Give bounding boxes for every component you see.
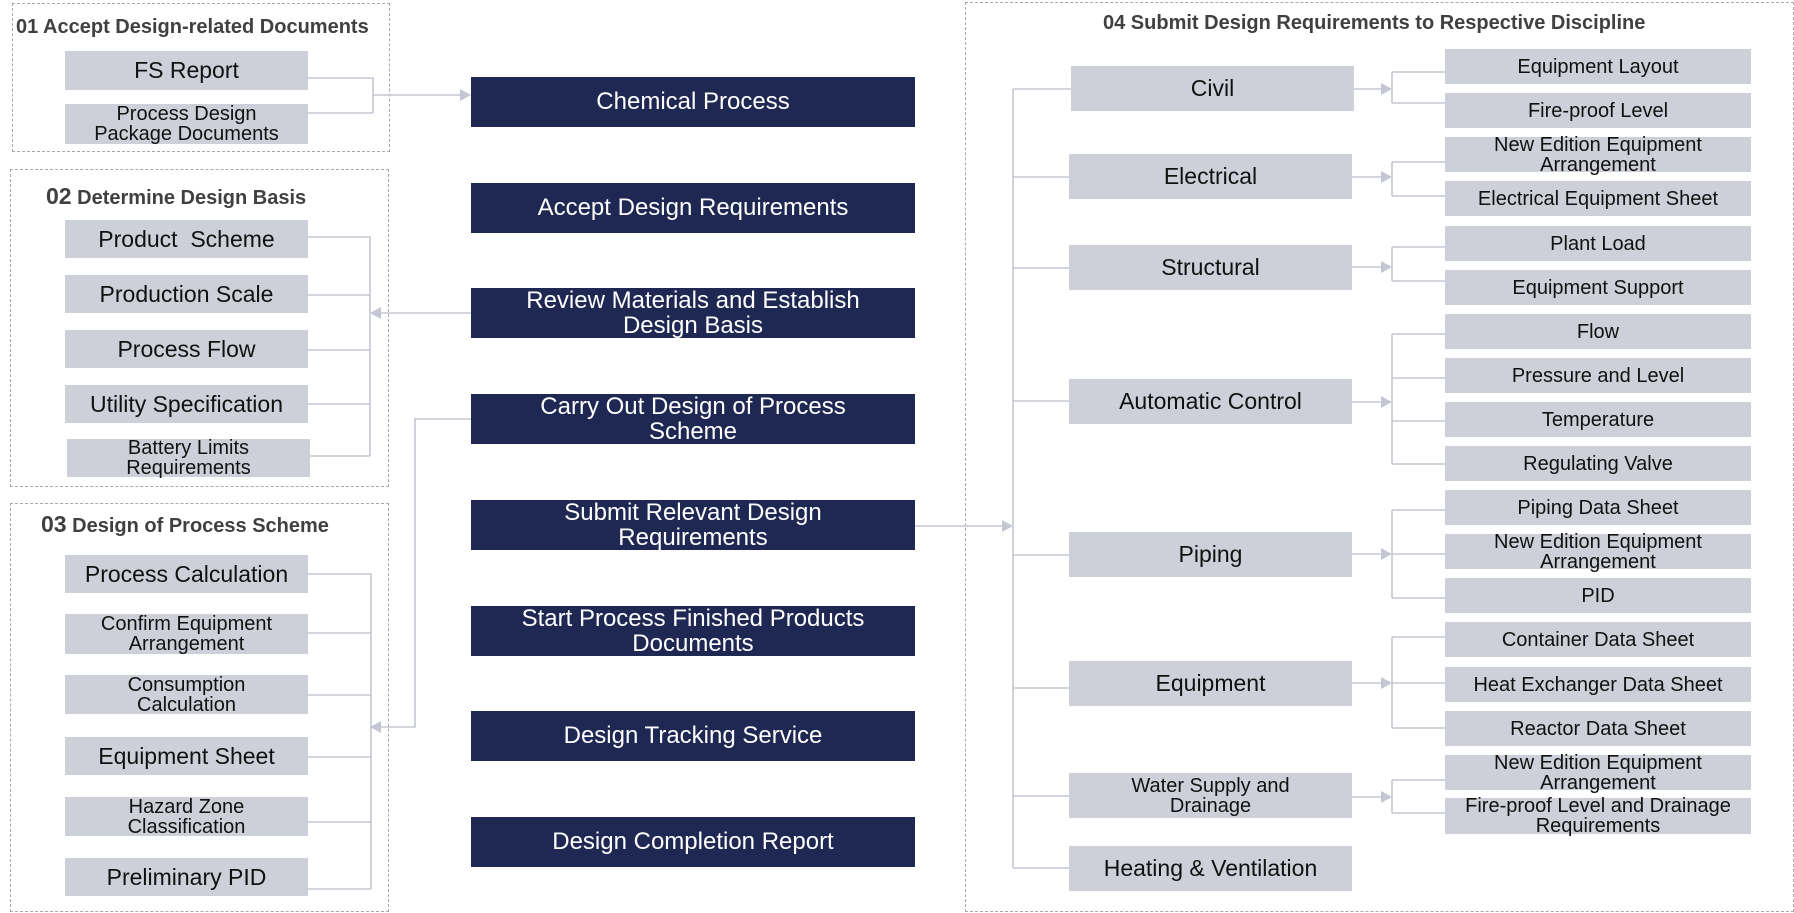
scheme-item: Consumption Calculation — [65, 675, 308, 715]
discipline-automatic-control: Automatic Control — [1069, 379, 1352, 424]
discipline-piping: Piping — [1069, 532, 1352, 577]
scheme-item: Hazard Zone Classification — [65, 797, 308, 837]
output-item: Fire-proof Level — [1445, 93, 1751, 128]
output-item: Pressure and Level — [1445, 358, 1751, 393]
step-submit-requirements: Submit Relevant Design Requirements — [471, 500, 915, 550]
doc-item: Process Design Package Documents — [65, 104, 308, 144]
discipline-civil: Civil — [1071, 66, 1354, 111]
output-item: Container Data Sheet — [1445, 622, 1751, 657]
group1-title: 01 Accept Design-related Documents — [16, 16, 369, 38]
doc-item: FS Report — [65, 51, 308, 90]
output-item: Plant Load — [1445, 226, 1751, 261]
step-tracking-service: Design Tracking Service — [471, 711, 915, 761]
discipline-structural: Structural — [1069, 245, 1352, 290]
output-item: PID — [1445, 578, 1751, 613]
group3-title-text: Design of Process Scheme — [72, 515, 329, 537]
output-item: Equipment Layout — [1445, 49, 1751, 84]
output-item: Electrical Equipment Sheet — [1445, 181, 1751, 216]
output-item: New Edition Equipment Arrangement — [1445, 753, 1751, 793]
group4-title: 04 Submit Design Requirements to Respect… — [1103, 12, 1646, 34]
step-review-materials: Review Materials and Establish Design Ba… — [471, 288, 915, 338]
basis-item: Production Scale — [65, 275, 308, 313]
step-accept-requirements: Accept Design Requirements — [471, 183, 915, 233]
discipline-equipment: Equipment — [1069, 661, 1352, 706]
step-completion-report: Design Completion Report — [471, 817, 915, 867]
basis-item: Battery Limits Requirements — [67, 438, 310, 478]
step-chemical-process: Chemical Process — [471, 77, 915, 127]
output-item: Reactor Data Sheet — [1445, 711, 1751, 746]
discipline-heating-ventilation: Heating & Ventilation — [1069, 846, 1352, 891]
discipline-electrical: Electrical — [1069, 154, 1352, 199]
output-item: New Edition Equipment Arrangement — [1445, 135, 1751, 175]
output-item: Heat Exchanger Data Sheet — [1445, 667, 1751, 702]
arrow-head — [460, 89, 471, 101]
step-finished-products: Start Process Finished Products Document… — [471, 606, 915, 656]
group3-number: 03 — [41, 511, 67, 537]
output-item: Fire-proof Level and Drainage Requiremen… — [1445, 796, 1751, 836]
output-item: Regulating Valve — [1445, 446, 1751, 481]
step-process-scheme: Carry Out Design of Process Scheme — [471, 394, 915, 444]
group2-title-text: Determine Design Basis — [77, 187, 307, 209]
basis-item: Product Scheme — [65, 220, 308, 258]
output-item: Equipment Support — [1445, 270, 1751, 305]
output-item: New Edition Equipment Arrangement — [1445, 532, 1751, 572]
discipline-water-supply: Water Supply and Drainage — [1069, 773, 1352, 818]
scheme-item: Equipment Sheet — [65, 737, 308, 775]
group3-title: 03 Design of Process Scheme — [41, 511, 329, 538]
output-item: Piping Data Sheet — [1445, 490, 1751, 525]
basis-item: Utility Specification — [65, 385, 308, 423]
output-item: Temperature — [1445, 402, 1751, 437]
scheme-item: Process Calculation — [65, 555, 308, 593]
basis-item: Process Flow — [65, 330, 308, 368]
group2-title: 02 Determine Design Basis — [46, 183, 306, 210]
group2-number: 02 — [46, 183, 72, 209]
scheme-item: Preliminary PID — [65, 858, 308, 896]
scheme-item: Confirm Equipment Arrangement — [65, 614, 308, 654]
output-item: Flow — [1445, 314, 1751, 349]
